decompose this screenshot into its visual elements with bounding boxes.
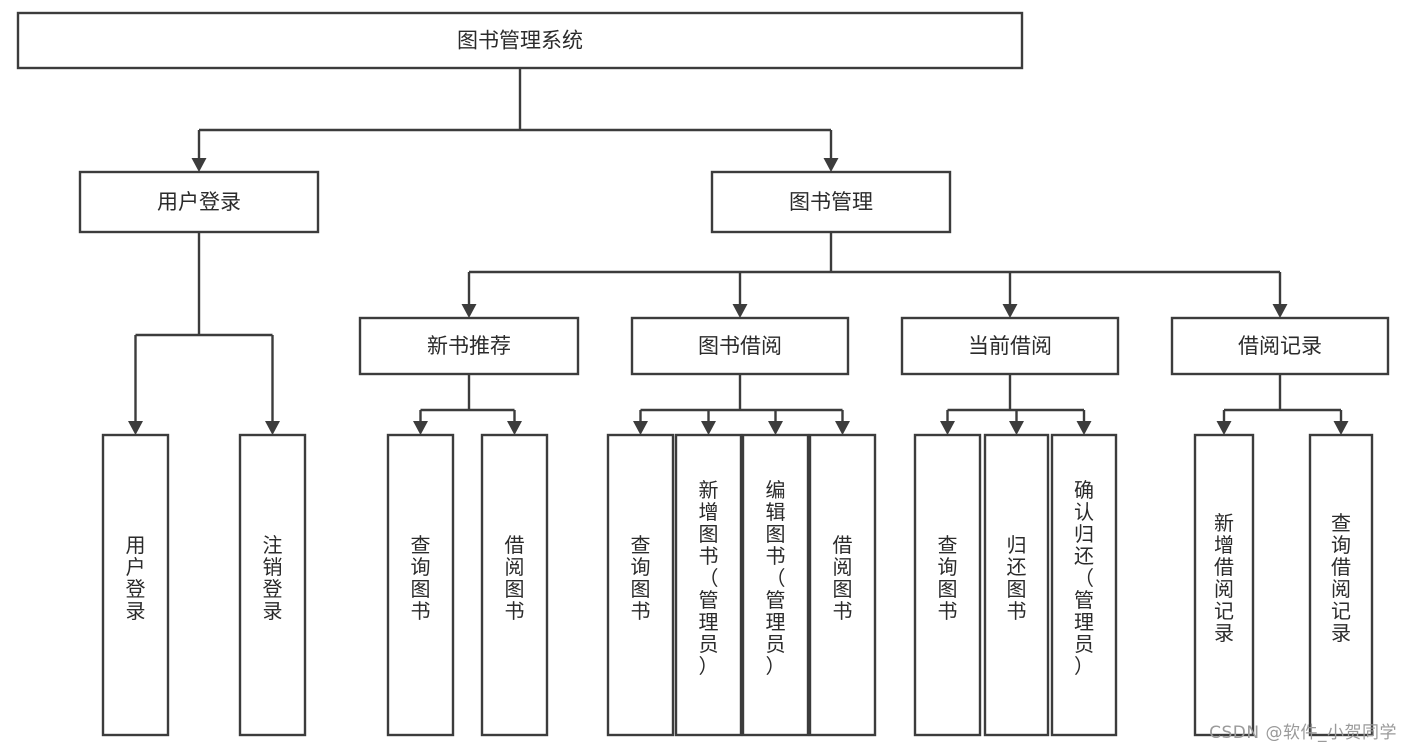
node-leaf-add-book[interactable]: 新增图书（管理员）: [674, 433, 743, 737]
node-box: [674, 433, 743, 737]
node-box: [900, 316, 1120, 376]
edge-3-arrowhead: [1272, 304, 1288, 318]
node-leaf-user-login[interactable]: 用户登录: [101, 433, 170, 737]
node-box: [741, 433, 810, 737]
node-box: [1050, 433, 1118, 737]
edge-0-arrowhead: [633, 421, 648, 435]
node-box: [78, 170, 320, 234]
edge-0-arrowhead: [128, 421, 143, 435]
node-box: [1193, 433, 1255, 737]
node-leaf-add-record[interactable]: 新增借阅记录: [1193, 433, 1255, 737]
node-label: 编辑图书（管理员）: [766, 478, 786, 678]
node-root[interactable]: 图书管理系统: [16, 11, 1024, 70]
node-label: 查询借阅记录: [1331, 511, 1351, 645]
edge-0-arrowhead: [1216, 421, 1232, 435]
node-box: [16, 11, 1024, 70]
node-leaf-query-book-b[interactable]: 查询图书: [606, 433, 675, 737]
node-box: [386, 433, 455, 737]
edge-0-arrowhead: [940, 421, 955, 435]
node-book-borrow[interactable]: 图书借阅: [630, 316, 850, 376]
node-label: 新增借阅记录: [1214, 511, 1234, 645]
node-book-manage[interactable]: 图书管理: [710, 170, 952, 234]
edge-1-arrowhead: [823, 158, 839, 172]
edge-1-arrowhead: [265, 421, 280, 435]
node-label: 查询图书: [631, 533, 651, 623]
node-leaf-query-book-c[interactable]: 查询图书: [913, 433, 982, 737]
node-label: 借阅记录: [1238, 334, 1322, 358]
edge-0-arrowhead: [413, 421, 428, 435]
node-leaf-borrow-book-b[interactable]: 借阅图书: [808, 433, 877, 737]
node-leaf-query-book-a[interactable]: 查询图书: [386, 433, 455, 737]
node-label: 借阅图书: [833, 533, 853, 623]
edge-0-arrowhead: [461, 304, 477, 318]
node-box: [1308, 433, 1374, 737]
node-box: [101, 433, 170, 737]
edge-2-arrowhead: [1076, 421, 1092, 435]
node-label: 借阅图书: [505, 533, 525, 623]
edge-3-arrowhead: [835, 421, 850, 435]
node-box: [808, 433, 877, 737]
node-label: 查询图书: [411, 533, 431, 623]
node-box: [630, 316, 850, 376]
csdn-watermark: CSDN @软件_小贺同学: [1209, 723, 1397, 743]
node-label: 图书管理: [789, 190, 873, 214]
node-label: 归还图书: [1007, 533, 1027, 623]
node-label: 确认归还（管理员）: [1074, 478, 1094, 678]
node-leaf-logout[interactable]: 注销登录: [238, 433, 307, 737]
node-layer: 图书管理系统用户登录图书管理新书推荐图书借阅当前借阅借阅记录用户登录注销登录查询…: [16, 11, 1390, 737]
edge-0-arrowhead: [191, 158, 207, 172]
node-label: 新书推荐: [427, 334, 511, 358]
node-label: 用户登录: [157, 190, 241, 214]
node-label: 图书管理系统: [457, 29, 583, 53]
edge-2-arrowhead: [1002, 304, 1018, 318]
edge-2-arrowhead: [768, 421, 783, 435]
node-label: 当前借阅: [968, 334, 1052, 358]
edge-1-arrowhead: [507, 421, 522, 435]
edge-1-arrowhead: [1009, 421, 1024, 435]
node-box: [913, 433, 982, 737]
node-box: [358, 316, 580, 376]
node-current-borrow[interactable]: 当前借阅: [900, 316, 1120, 376]
node-box: [1170, 316, 1390, 376]
node-borrow-record[interactable]: 借阅记录: [1170, 316, 1390, 376]
node-box: [710, 170, 952, 234]
edge-1-arrowhead: [1333, 421, 1349, 435]
node-leaf-borrow-book-a[interactable]: 借阅图书: [480, 433, 549, 737]
node-label: 查询图书: [938, 533, 958, 623]
node-label: 新增图书（管理员）: [699, 478, 719, 678]
node-new-book-rec[interactable]: 新书推荐: [358, 316, 580, 376]
node-label: 用户登录: [126, 533, 146, 623]
node-leaf-confirm-return[interactable]: 确认归还（管理员）: [1050, 433, 1118, 737]
edge-1-arrowhead: [701, 421, 716, 435]
connector-layer: [128, 68, 1349, 435]
node-label: 图书借阅: [698, 334, 782, 358]
node-box: [480, 433, 549, 737]
node-box: [606, 433, 675, 737]
node-label: 注销登录: [263, 533, 283, 623]
node-leaf-edit-book[interactable]: 编辑图书（管理员）: [741, 433, 810, 737]
node-box: [238, 433, 307, 737]
node-user-login[interactable]: 用户登录: [78, 170, 320, 234]
node-leaf-return-book[interactable]: 归还图书: [983, 433, 1050, 737]
node-leaf-query-record[interactable]: 查询借阅记录: [1308, 433, 1374, 737]
edge-1-arrowhead: [732, 304, 748, 318]
node-box: [983, 433, 1050, 737]
